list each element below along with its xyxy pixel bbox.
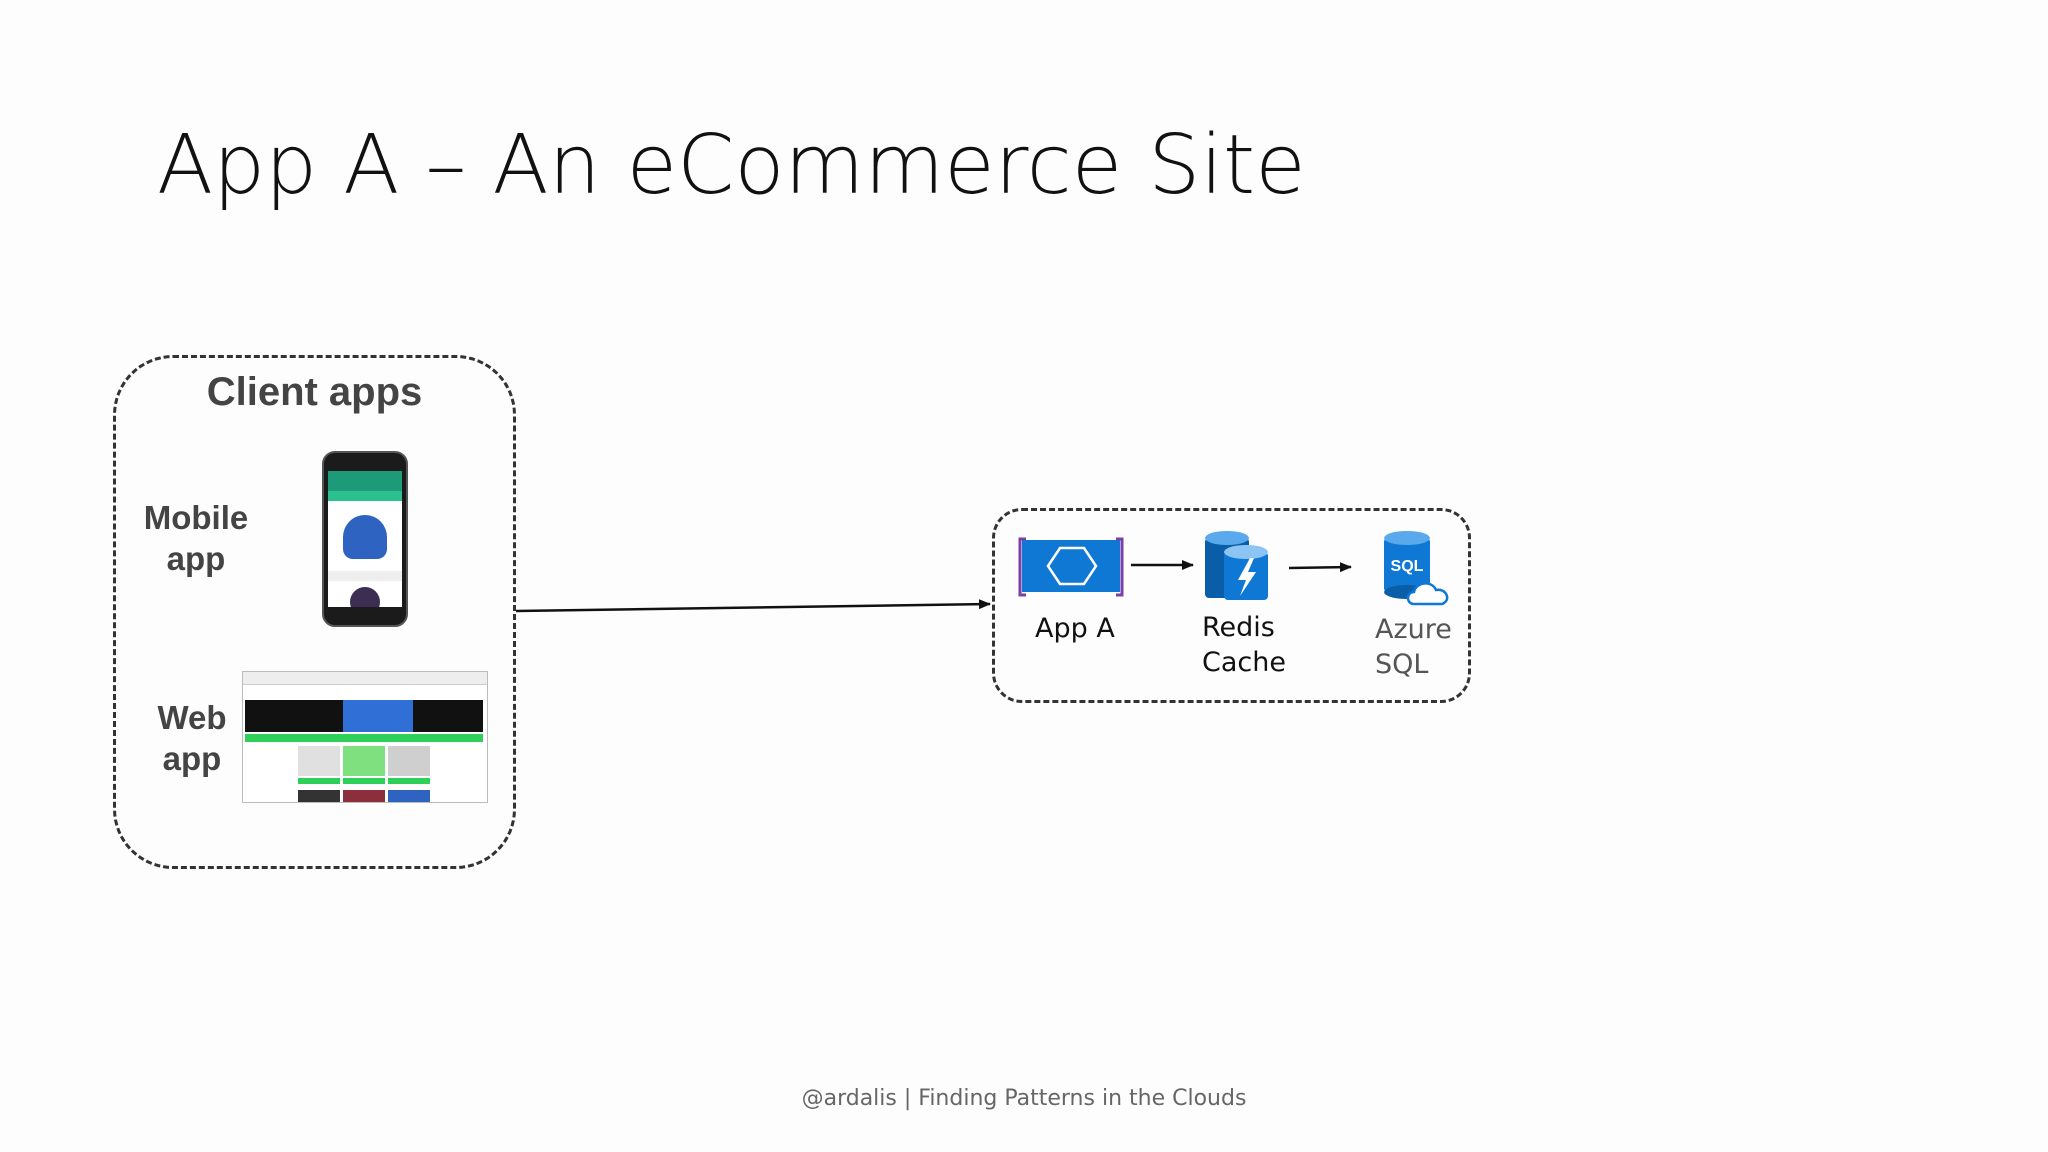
redis-cache-label: Redis Cache [1202,610,1286,680]
cache-to-sql-arrow [1288,562,1352,573]
azure-sql-icon: SQL [1384,531,1449,606]
mobile-app-label: Mobile app [138,497,254,579]
client-apps-heading: Client apps [206,370,423,414]
web-app-label: Web app [144,697,240,779]
client-apps-group [113,355,516,869]
mobile-app-label-line1: Mobile [143,499,249,536]
azure-sql-label-line2: SQL [1375,649,1429,680]
client-to-app-arrow [515,599,991,613]
mobile-app-label-line2: app [166,540,226,577]
slide-footer: @ardalis | Finding Patterns in the Cloud… [801,1086,1247,1111]
slide-title: App A – An eCommerce Site [157,118,1306,213]
redis-cache-label-line2: Cache [1202,647,1286,678]
app-a-label: App A [1035,613,1115,644]
sql-badge: SQL [1391,558,1424,575]
web-app-screenshot [242,671,488,803]
backend-group [992,508,1471,703]
app-service-icon [1018,537,1124,597]
azure-sql-label-line1: Azure [1375,614,1452,645]
web-app-label-line2: app [162,740,222,777]
azure-sql-label: Azure SQL [1375,612,1452,682]
redis-cache-icon [1205,531,1268,600]
web-app-label-line1: Web [157,699,227,736]
mobile-app-screenshot [322,451,408,627]
redis-cache-label-line1: Redis [1202,612,1275,643]
